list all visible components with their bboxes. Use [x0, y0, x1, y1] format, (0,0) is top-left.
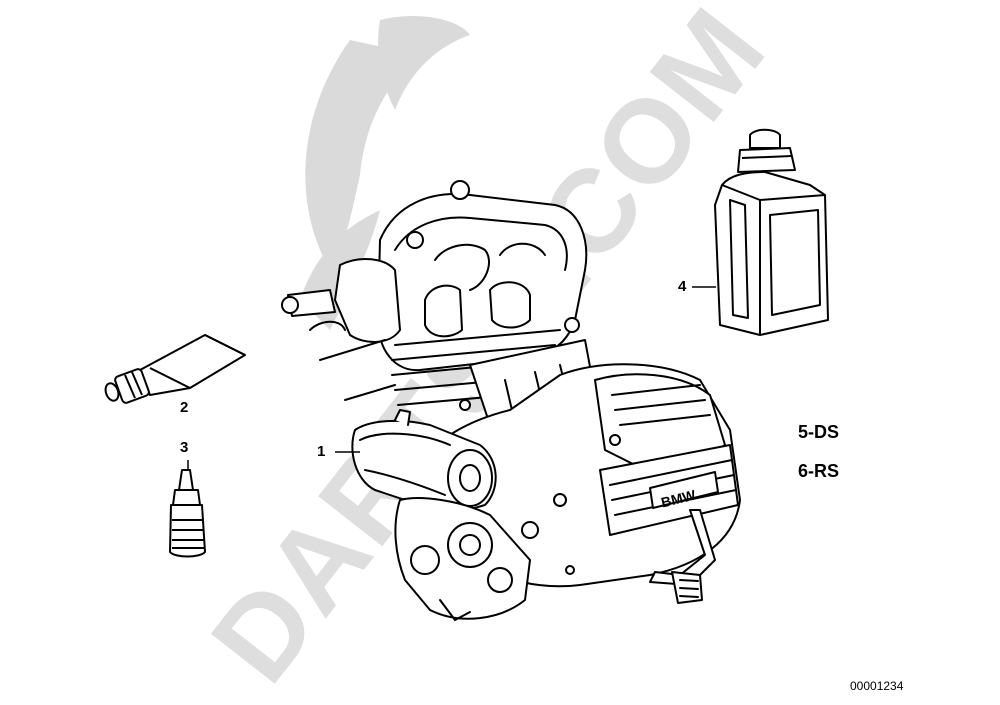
threadlock-bottle-icon — [169, 469, 206, 558]
sealant-tube-icon — [104, 334, 246, 404]
diagram-id-label: 00001234 — [850, 679, 904, 693]
variant-label-first: 5-DS — [798, 422, 840, 442]
callout-4-label: 4 — [678, 278, 687, 295]
callout-1-label: 1 — [317, 443, 326, 460]
oil-canister-icon — [714, 128, 829, 336]
variant-label-second: 6-RS — [798, 461, 840, 481]
callout-3-label: 3 — [180, 439, 189, 456]
engine-assembly-icon: BMW — [281, 180, 741, 621]
callout-2-label: 2 — [180, 399, 189, 416]
